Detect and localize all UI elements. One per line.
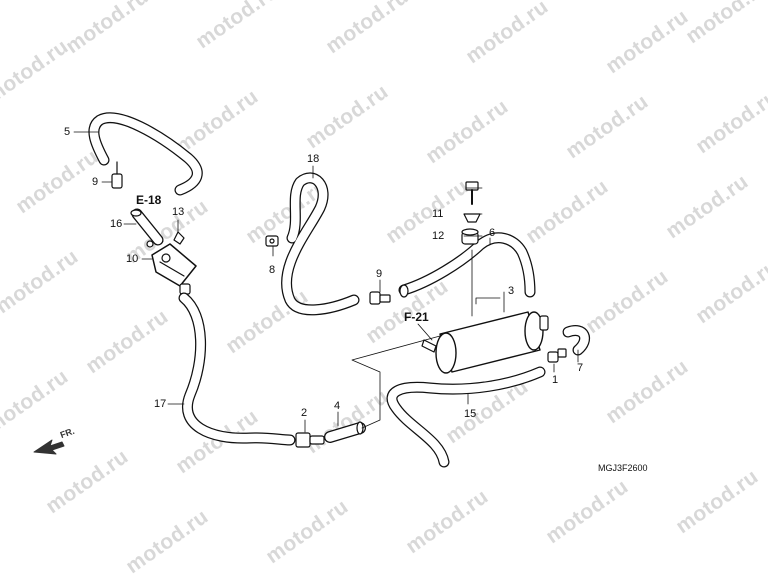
hose-14 bbox=[386, 366, 546, 468]
callout-18: 18 bbox=[307, 153, 320, 165]
drawing-code: MGJ3F2600 bbox=[598, 463, 648, 473]
bolt-8 bbox=[265, 235, 279, 247]
callout-6: 6 bbox=[489, 227, 496, 239]
hose-16 bbox=[178, 292, 296, 446]
hose-5 bbox=[88, 112, 203, 196]
hose-4 bbox=[324, 421, 366, 443]
ref-label-e18: E-18 bbox=[136, 193, 162, 207]
callout-9b: 9 bbox=[376, 268, 383, 280]
connector-1 bbox=[547, 348, 567, 363]
part-13 bbox=[146, 231, 185, 248]
callout-5: 5 bbox=[64, 126, 71, 138]
callout-16: 17 bbox=[154, 398, 167, 410]
connector-9-right bbox=[369, 291, 391, 305]
callout-9: 9 bbox=[92, 176, 99, 188]
valve-10 bbox=[151, 243, 197, 295]
callout-12: 12 bbox=[432, 230, 445, 242]
hose-6 bbox=[398, 232, 536, 298]
callout-8: 8 bbox=[269, 264, 276, 276]
callout-2: 2 bbox=[301, 407, 308, 419]
callout-13: 13 bbox=[172, 206, 185, 218]
grommet-12 bbox=[461, 228, 479, 245]
callout-4: 4 bbox=[334, 400, 341, 412]
callout-15: 16 bbox=[110, 218, 123, 230]
joint-15 bbox=[130, 208, 164, 246]
hose-7 bbox=[562, 325, 591, 356]
front-arrow-icon bbox=[33, 439, 65, 455]
washer-11 bbox=[463, 213, 481, 223]
bolt-17 bbox=[465, 181, 479, 205]
connector-2 bbox=[295, 432, 325, 448]
callout-11: 11 bbox=[432, 208, 444, 220]
callout-3: 3 bbox=[508, 285, 515, 297]
ref-label-f21: F-21 bbox=[404, 310, 429, 324]
canister-3 bbox=[421, 311, 549, 374]
callout-7: 7 bbox=[577, 362, 584, 374]
hose-18 bbox=[281, 172, 360, 316]
leader-lines bbox=[73, 131, 579, 433]
callout-14: 15 bbox=[464, 408, 477, 420]
callout-10: 10 bbox=[126, 253, 139, 265]
clamp-9-left bbox=[111, 161, 123, 189]
callout-1: 1 bbox=[552, 374, 559, 386]
